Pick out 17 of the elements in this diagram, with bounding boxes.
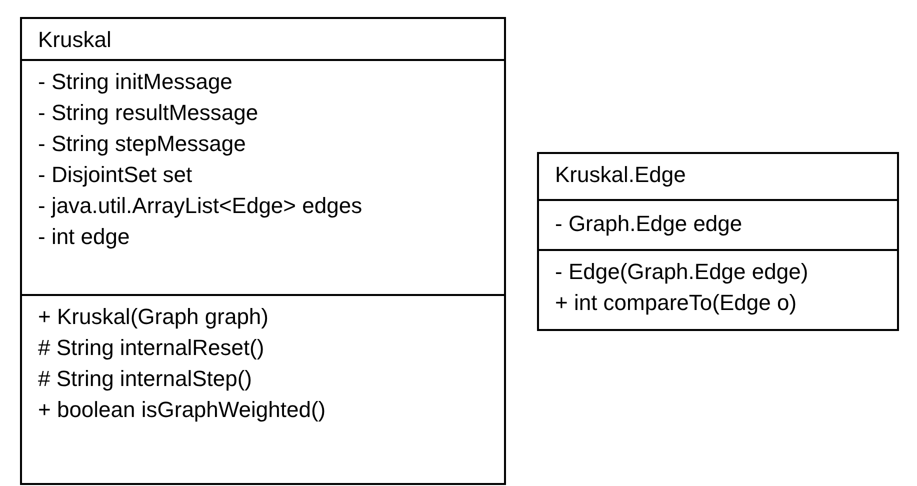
class-member: + boolean isGraphWeighted() [38,396,326,424]
class-member: - int edge [38,223,130,251]
class-box [20,17,506,485]
class-member: + int compareTo(Edge o) [555,289,797,317]
class-member: - Graph.Edge edge [555,210,742,238]
class-box [537,152,899,331]
class-member: - String initMessage [38,68,232,96]
class-member: - String resultMessage [38,99,258,127]
class-name: Kruskal [38,27,112,53]
class-member: - DisjointSet set [38,161,192,189]
class-member: - java.util.ArrayList<Edge> edges [38,192,362,220]
class-member: - Edge(Graph.Edge edge) [555,258,808,286]
class-member: # String internalReset() [38,334,264,362]
class-member: + Kruskal(Graph graph) [38,303,268,331]
class-member: - String stepMessage [38,130,246,158]
class-member: # String internalStep() [38,365,252,393]
class-name: Kruskal.Edge [555,162,686,188]
